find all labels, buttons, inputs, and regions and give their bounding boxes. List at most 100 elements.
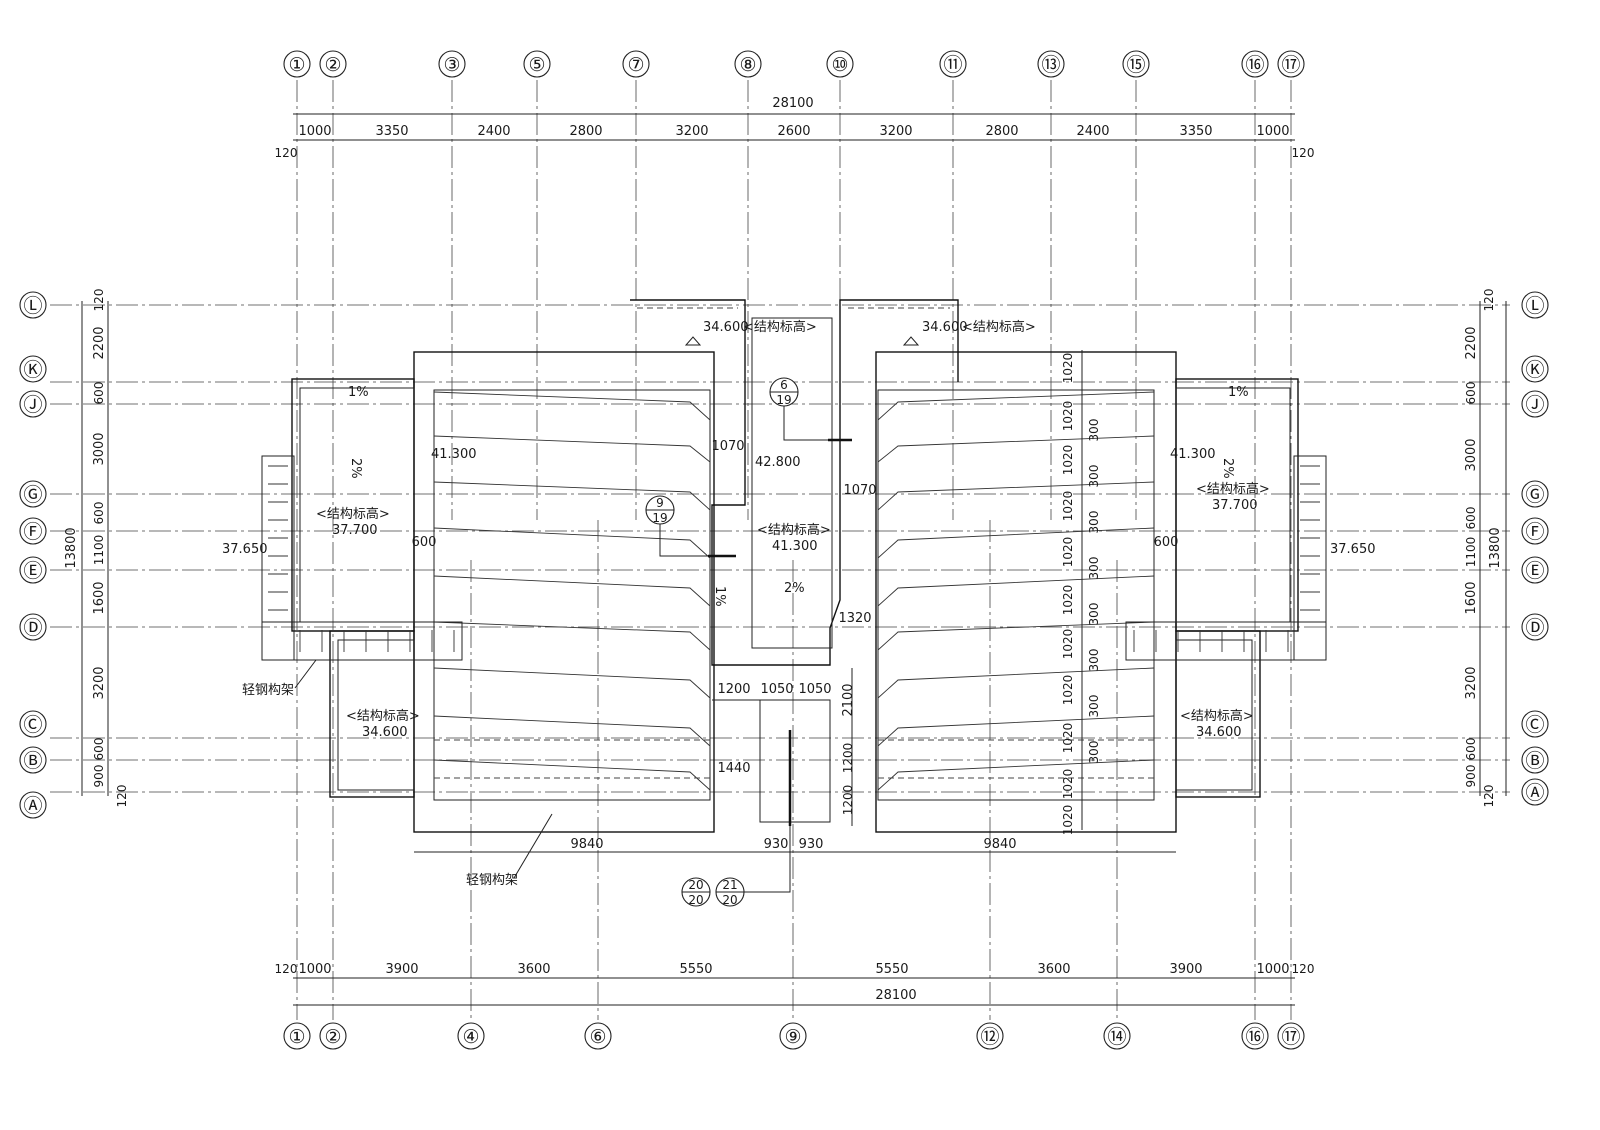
svg-text:<结构标高>: <结构标高>: [743, 319, 817, 335]
row-bubble-left: Ⓓ: [19, 613, 47, 641]
axis-bubble-top: ③: [438, 50, 466, 78]
svg-text:41.300: 41.300: [431, 447, 477, 462]
light-steel-label-left: 轻钢构架: [242, 683, 294, 698]
svg-text:1020: 1020: [1061, 491, 1075, 522]
svg-text:Ⓒ: Ⓒ: [23, 714, 42, 736]
svg-text:3200: 3200: [879, 124, 912, 139]
svg-text:1020: 1020: [1061, 805, 1075, 836]
svg-text:1200: 1200: [841, 785, 855, 816]
svg-text:1600: 1600: [1464, 581, 1479, 614]
svg-text:300: 300: [1087, 603, 1101, 626]
svg-text:5550: 5550: [679, 962, 712, 977]
svg-text:⑨: ⑨: [784, 1026, 801, 1048]
svg-text:300: 300: [1087, 511, 1101, 534]
svg-text:600: 600: [92, 738, 106, 761]
svg-text:2200: 2200: [1464, 326, 1479, 359]
svg-text:20: 20: [688, 893, 703, 907]
svg-text:930: 930: [764, 837, 789, 852]
svg-text:930: 930: [799, 837, 824, 852]
row-bubble-left: Ⓖ: [19, 480, 47, 508]
row-bubble-right: Ⓐ: [1521, 778, 1549, 806]
detail-callout: 20 20: [681, 877, 711, 907]
top-dimensions: 28100 1000 3350 2400 2800 3200 2600 3200…: [275, 96, 1315, 160]
svg-text:2%: 2%: [348, 458, 363, 479]
axis-bubble-top: ⑯: [1241, 50, 1269, 78]
svg-text:Ⓕ: Ⓕ: [1525, 521, 1544, 543]
svg-text:13800: 13800: [1488, 527, 1503, 568]
svg-text:③: ③: [443, 54, 460, 76]
svg-text:⑧: ⑧: [739, 54, 756, 76]
svg-text:21: 21: [722, 878, 737, 892]
svg-text:1020: 1020: [1061, 675, 1075, 706]
svg-text:⑮: ⑮: [1126, 54, 1145, 76]
row-bubble-left: Ⓑ: [19, 746, 47, 774]
svg-text:600: 600: [1464, 507, 1478, 530]
svg-text:3600: 3600: [1037, 962, 1070, 977]
axis-bubble-bottom: ①: [283, 1022, 311, 1050]
svg-text:3350: 3350: [375, 124, 408, 139]
svg-text:1%: 1%: [348, 385, 369, 400]
svg-text:34.600: 34.600: [362, 725, 408, 740]
svg-text:1020: 1020: [1061, 629, 1075, 660]
svg-text:⑥: ⑥: [589, 1026, 606, 1048]
svg-text:3600: 3600: [517, 962, 550, 977]
roof-lines-left: [433, 391, 711, 791]
row-bubble-right: Ⓚ: [1521, 355, 1549, 383]
axis-bubble-bottom: ⑥: [584, 1022, 612, 1050]
svg-text:1070: 1070: [711, 439, 744, 454]
svg-text:1%: 1%: [712, 586, 727, 607]
svg-text:3350: 3350: [1179, 124, 1212, 139]
left-row-bubbles: Ⓛ Ⓚ Ⓙ Ⓖ Ⓕ Ⓔ Ⓓ Ⓒ Ⓑ Ⓐ: [19, 291, 47, 819]
svg-text:Ⓚ: Ⓚ: [1525, 359, 1544, 381]
svg-text:34.600: 34.600: [1196, 725, 1242, 740]
svg-text:1020: 1020: [1061, 585, 1075, 616]
svg-text:20: 20: [688, 878, 703, 892]
svg-text:300: 300: [1087, 741, 1101, 764]
detail-callouts: 6 19 9 19 20 20 21 20: [645, 377, 852, 907]
svg-text:41.300: 41.300: [1170, 447, 1216, 462]
bottom-dimensions: 120 1000 3900 3600 5550 5550 3600 3900 1…: [275, 962, 1314, 1006]
svg-text:1600: 1600: [92, 581, 107, 614]
svg-text:3200: 3200: [1464, 666, 1479, 699]
svg-text:⑯: ⑯: [1245, 1026, 1264, 1048]
svg-text:1100: 1100: [1464, 537, 1478, 568]
svg-text:120: 120: [92, 289, 106, 312]
svg-text:Ⓚ: Ⓚ: [23, 359, 42, 381]
axis-bubble-bottom: ②: [319, 1022, 347, 1050]
svg-text:20: 20: [722, 893, 737, 907]
svg-text:2400: 2400: [477, 124, 510, 139]
svg-text:120: 120: [115, 785, 129, 808]
svg-text:37.650: 37.650: [1330, 542, 1376, 557]
svg-text:600: 600: [92, 382, 106, 405]
svg-text:1050: 1050: [798, 682, 831, 697]
axis-bubble-top: ⑪: [939, 50, 967, 78]
svg-text:⑰: ⑰: [1281, 54, 1300, 76]
svg-text:5550: 5550: [875, 962, 908, 977]
svg-text:⑪: ⑪: [943, 54, 962, 76]
svg-text:2400: 2400: [1076, 124, 1109, 139]
svg-text:Ⓛ: Ⓛ: [23, 295, 42, 317]
svg-text:1020: 1020: [1061, 537, 1075, 568]
svg-text:37.650: 37.650: [222, 542, 268, 557]
svg-text:Ⓔ: Ⓔ: [23, 560, 42, 582]
svg-text:1320: 1320: [838, 611, 871, 626]
svg-text:2200: 2200: [92, 326, 107, 359]
svg-text:Ⓒ: Ⓒ: [1525, 714, 1544, 736]
axis-bubble-bottom: ④: [457, 1022, 485, 1050]
svg-text:600: 600: [1464, 738, 1478, 761]
svg-text:19: 19: [776, 393, 791, 407]
svg-text:120: 120: [275, 146, 298, 160]
axis-bubble-bottom: ⑭: [1103, 1022, 1131, 1050]
svg-text:2600: 2600: [777, 124, 810, 139]
svg-text:2%: 2%: [1220, 458, 1235, 479]
svg-text:④: ④: [462, 1026, 479, 1048]
axis-bubble-bottom: ⑰: [1277, 1022, 1305, 1050]
row-bubble-left: Ⓐ: [19, 791, 47, 819]
steel-louvres-right: [1125, 455, 1327, 661]
svg-text:Ⓖ: Ⓖ: [23, 484, 42, 506]
svg-text:120: 120: [1482, 785, 1496, 808]
steel-louvres-left: [261, 455, 463, 661]
svg-text:⑭: ⑭: [1107, 1026, 1126, 1048]
roof-lines-right: [877, 391, 1155, 791]
